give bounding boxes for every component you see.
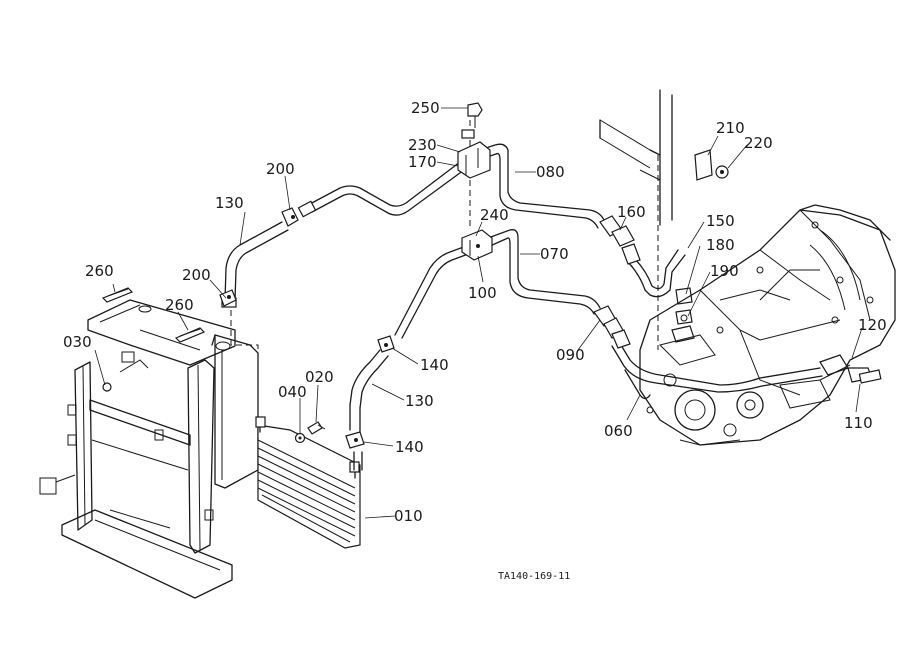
washer: [294, 432, 306, 444]
callout-140-upper: 140: [420, 356, 449, 374]
pipe-080: [297, 143, 605, 229]
bolt: [307, 421, 326, 435]
callout-080: 080: [536, 163, 565, 181]
callout-260-right: 260: [165, 296, 194, 314]
callout-230: 230: [408, 136, 437, 154]
transmission-housing: [639, 204, 896, 446]
chassis-bracket: [599, 89, 729, 226]
callout-labels: 010 020 030 040 060 070 080 090 100 110 …: [63, 99, 887, 525]
callout-200-upper: 200: [266, 160, 295, 178]
clamp-lower: [461, 229, 493, 261]
clamp-bracket: [457, 129, 491, 179]
callout-070: 070: [540, 245, 569, 263]
pipe-upper-right: [627, 249, 686, 298]
callout-130-lower: 130: [405, 392, 434, 410]
callout-100: 100: [468, 284, 497, 302]
callout-020: 020: [305, 368, 334, 386]
bolt-top: [467, 102, 483, 128]
callout-220: 220: [744, 134, 773, 152]
hose-lower: [349, 349, 389, 471]
callout-190: 190: [710, 262, 739, 280]
callout-240: 240: [480, 206, 509, 224]
callout-120: 120: [858, 316, 887, 334]
callout-250: 250: [411, 99, 440, 117]
callout-180: 180: [706, 236, 735, 254]
drawing-reference-number: TA140-169-11: [498, 571, 570, 582]
fitting: [593, 215, 641, 349]
callout-030: 030: [63, 333, 92, 351]
callout-110: 110: [844, 414, 873, 432]
callout-160: 160: [617, 203, 646, 221]
clamp-pad: [101, 287, 206, 343]
hose-clamp-lower: [345, 335, 395, 449]
callout-200-lower: 200: [182, 266, 211, 284]
callout-170: 170: [408, 153, 437, 171]
leader-lines: [94, 107, 863, 519]
callout-130-upper: 130: [215, 194, 244, 212]
callout-010: 010: [394, 507, 423, 525]
oil-cooler: [255, 416, 361, 549]
callout-040: 040: [278, 383, 307, 401]
callout-210: 210: [716, 119, 745, 137]
pipe-070: [394, 229, 601, 339]
pipe-060: [611, 339, 823, 400]
callout-060: 060: [604, 422, 633, 440]
radiator-frame: [39, 299, 259, 599]
callout-140-lower: 140: [395, 438, 424, 456]
callout-260-left: 260: [85, 262, 114, 280]
hose-clamp: [219, 207, 299, 307]
callout-090: 090: [556, 346, 585, 364]
callout-150: 150: [706, 212, 735, 230]
